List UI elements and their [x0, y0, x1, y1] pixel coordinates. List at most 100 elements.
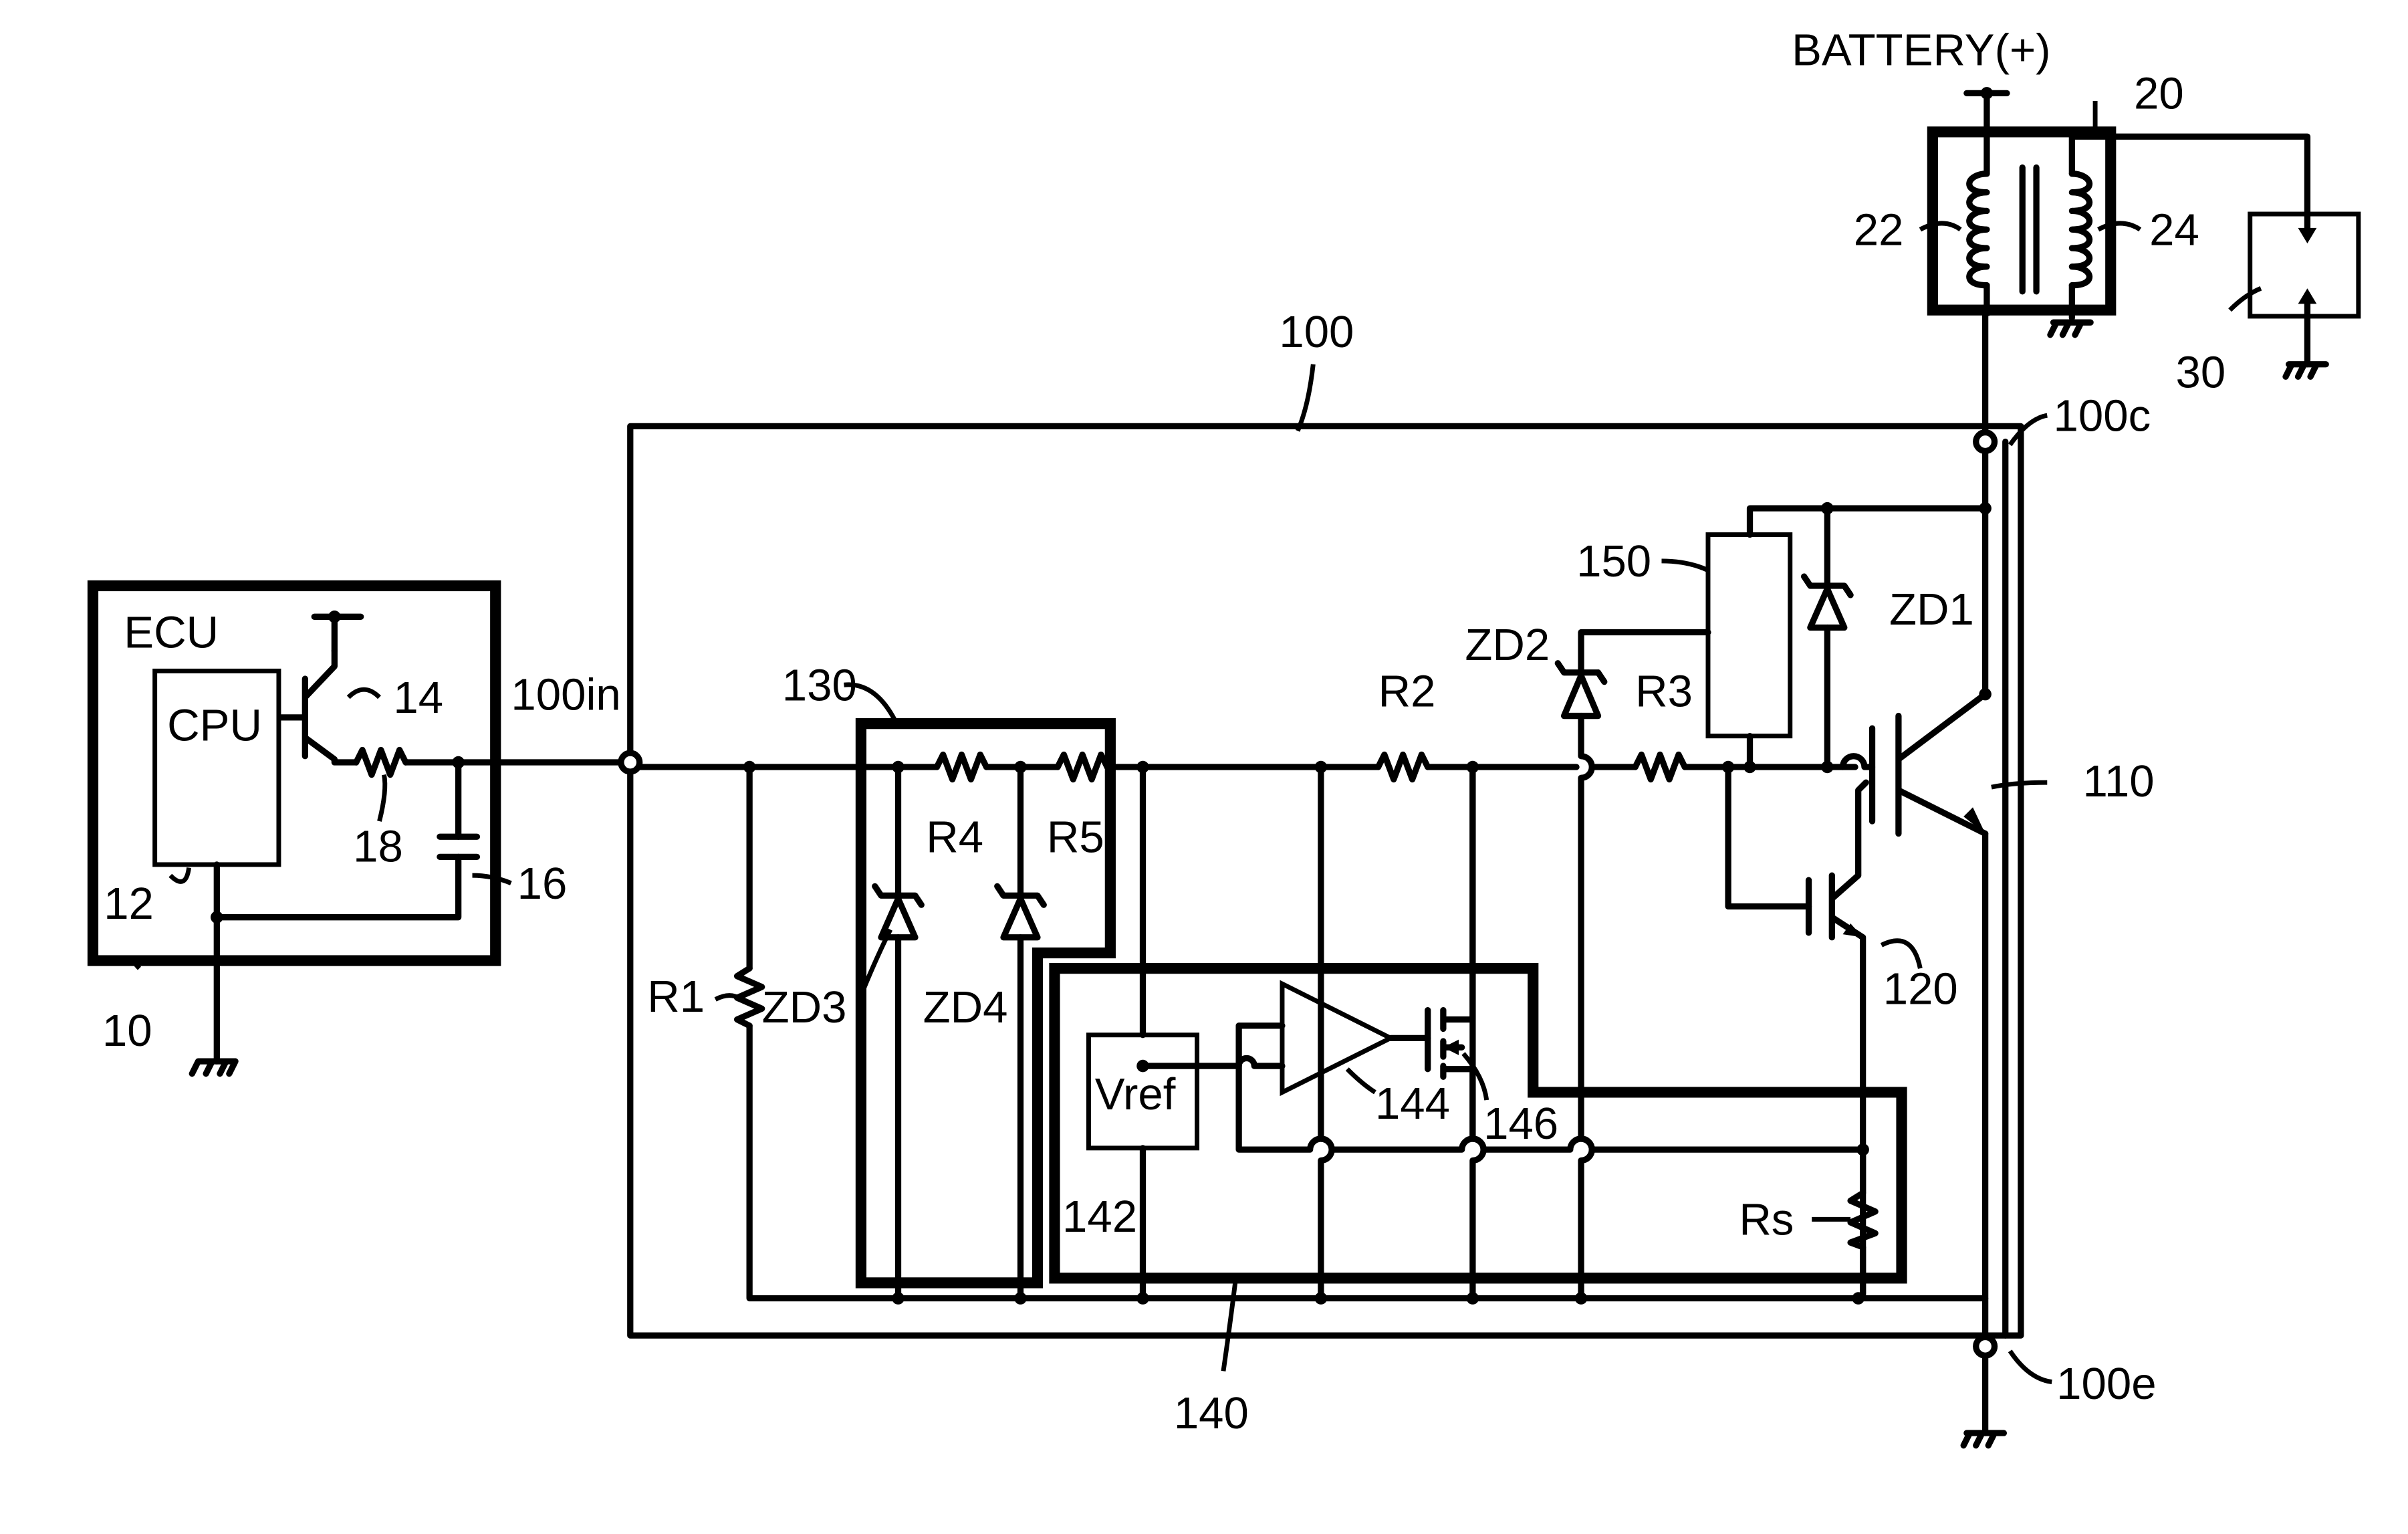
terminal-100in: [621, 753, 640, 772]
label-ecu: ECU: [124, 608, 219, 658]
leader-line: [348, 689, 379, 697]
wire: [1581, 632, 1708, 671]
wiring: [217, 93, 2307, 1433]
junction-dot: [1981, 304, 1994, 316]
label-zd3: ZD3: [762, 982, 847, 1032]
junction-dot: [1467, 1292, 1479, 1305]
label-r5: R5: [1047, 812, 1104, 862]
label-r3: R3: [1635, 667, 1693, 717]
zener-zd1: [1804, 576, 1850, 627]
block-150-box: [1708, 535, 1790, 736]
junction-dot: [1852, 1292, 1864, 1305]
junction-dot: [1821, 502, 1834, 515]
label-vref-ref: 142: [1062, 1192, 1137, 1242]
zener-zd2: [1558, 663, 1604, 716]
arrow: [2298, 228, 2317, 243]
leader-line: [1347, 1069, 1375, 1093]
wire: [749, 767, 1858, 1299]
junction-dot: [1979, 502, 1992, 515]
junction-dot: [892, 1292, 905, 1305]
junction-dot: [1467, 761, 1479, 774]
block-outlines: [93, 132, 2359, 1335]
arrow: [2298, 288, 2317, 304]
junction-dot: [1856, 1143, 1869, 1156]
leader-line: [1298, 364, 1313, 431]
junction-dot: [1743, 761, 1756, 774]
junction-dot: [1575, 1292, 1588, 1305]
resistor-r2: [1378, 754, 1428, 779]
leader-line: [1661, 561, 1707, 570]
label-resistor-18: 18: [353, 821, 403, 871]
label-transistor-14: 14: [393, 673, 443, 723]
label-igbt-110: 110: [2083, 756, 2155, 806]
wire: [1750, 508, 1985, 767]
label-mosfet-146: 146: [1483, 1099, 1558, 1149]
terminal-100e: [1976, 1337, 1995, 1355]
resistor-r3: [1635, 754, 1685, 779]
junction-dot: [1014, 1292, 1027, 1305]
wire: [305, 651, 356, 762]
label-ignition-coil: 20: [2134, 69, 2184, 119]
junction-dot: [1821, 761, 1834, 774]
resistor-18: [356, 750, 406, 775]
junction-dot: [211, 911, 223, 923]
transformer-core: [2022, 168, 2036, 292]
label-capacitor-16: 16: [517, 859, 568, 909]
wire: [1143, 1026, 1428, 1066]
label-battery: BATTERY(+): [1792, 25, 2050, 76]
capacitor-16: [440, 837, 477, 857]
junction-dot: [1981, 87, 1994, 100]
label-secondary-coil: 24: [2149, 205, 2199, 255]
leader-line: [380, 775, 385, 821]
leader-line: [2098, 223, 2141, 229]
leader-line: [2010, 415, 2048, 445]
label-terminal-100e: 100e: [2056, 1359, 2156, 1409]
ground-symbol: [192, 1061, 235, 1074]
junction-dot: [1979, 688, 1992, 701]
comparator-144: [1282, 984, 1391, 1092]
zener-zd3: [875, 886, 921, 937]
igniter-box: [630, 426, 2021, 1335]
label-spark-plug: 30: [2176, 347, 2226, 397]
labels: BATTERY(+) 20 22 24 30 100 100c 100in 10…: [102, 25, 2225, 1438]
label-terminal-100c: 100c: [2054, 391, 2151, 441]
label-vref: Vref: [1095, 1069, 1176, 1119]
junction-dot: [1014, 761, 1027, 774]
junction-dot: [892, 761, 905, 774]
label-comparator-144: 144: [1375, 1079, 1450, 1129]
junction-dot: [1136, 761, 1149, 774]
junction-dot: [1136, 1292, 1149, 1305]
terminal-100c: [1976, 433, 1995, 451]
wire: [1581, 716, 1592, 1299]
leader-line: [2010, 1351, 2052, 1382]
resistor-r5: [1058, 754, 1107, 779]
junction-dot: [452, 756, 465, 769]
label-ecu-ref: 10: [102, 1006, 152, 1056]
leader-line: [170, 868, 189, 882]
label-block-150: 150: [1576, 536, 1651, 586]
label-igniter: 100: [1279, 307, 1354, 357]
label-rs: Rs: [1739, 1195, 1794, 1245]
label-r4: R4: [926, 812, 983, 862]
label-limit-block-140: 140: [1174, 1388, 1249, 1438]
leader-line: [1920, 223, 1960, 229]
wire: [1321, 767, 1332, 1299]
label-zd2: ZD2: [1465, 620, 1550, 670]
zener-zd4: [997, 886, 1044, 937]
label-r2: R2: [1378, 667, 1436, 717]
secondary-coil-24: [2072, 174, 2089, 286]
label-zd1: ZD1: [1889, 584, 1974, 635]
label-cpu-ref: 12: [104, 879, 154, 929]
wire: [1728, 767, 1808, 906]
junction-dot: [328, 611, 341, 623]
junction-dot: [1315, 761, 1328, 774]
label-protection-block: 130: [782, 660, 857, 710]
junction-dot: [1722, 761, 1735, 774]
leader-line: [2230, 288, 2261, 310]
ground-symbol: [1963, 1433, 2004, 1446]
label-primary-coil: 22: [1854, 205, 1904, 255]
primary-coil-22: [1969, 174, 1987, 286]
junction-dot: [743, 761, 756, 774]
ground-symbol: [2286, 364, 2326, 377]
ground-symbol: [2050, 322, 2090, 335]
